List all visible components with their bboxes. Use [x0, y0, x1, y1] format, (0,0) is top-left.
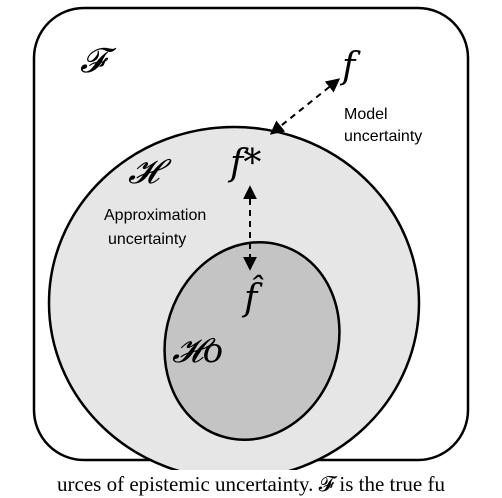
- space-Ho-ellipse: [163, 241, 341, 441]
- model-uncertainty-arrow: [269, 78, 341, 135]
- model-uncertainty-line1: Model: [344, 106, 388, 123]
- figure-caption: urces of epistemic uncertainty. 𝓕 is the…: [57, 472, 445, 496]
- diagram: 𝓕 f 𝓗 f* f̂ 𝓗o Model uncertainty Approxi…: [32, 6, 470, 470]
- label-f-star: f*: [227, 143, 261, 184]
- approximation-uncertainty-line1: Approximation: [104, 207, 206, 224]
- label-Ho-space: 𝓗o: [172, 331, 223, 371]
- approximation-uncertainty-line2: uncertainty: [108, 231, 186, 248]
- model-uncertainty-line2: uncertainty: [344, 128, 422, 145]
